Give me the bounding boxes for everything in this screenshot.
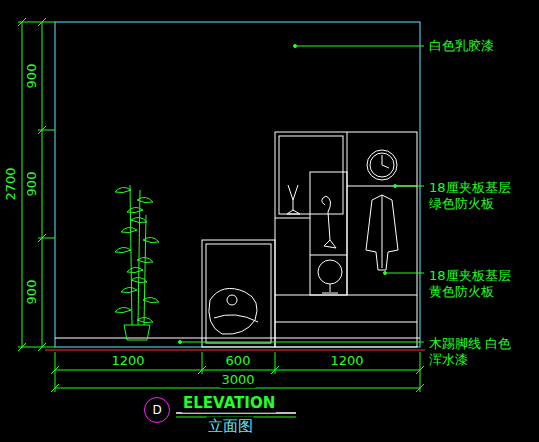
view-subtitle: 立面图 — [207, 417, 254, 436]
vertical-dimension — [18, 18, 55, 351]
material-note: 白色乳胶漆 — [428, 38, 495, 54]
material-note: 18厘夹板基层 黄色防火板 — [428, 268, 514, 301]
dimension-text: 600 — [225, 353, 252, 369]
baseboard — [55, 338, 420, 339]
view-marker-circle: D — [144, 397, 170, 423]
decor-objects — [209, 150, 398, 334]
dimension-text: 3000 — [220, 372, 255, 388]
dimension-text: 900 — [24, 63, 40, 90]
title-underline — [176, 412, 296, 414]
floor-line — [45, 350, 425, 351]
dimension-text: 900 — [24, 279, 40, 306]
material-note: 18厘夹板基层 绿色防火板 — [428, 180, 514, 213]
potted-plant — [115, 185, 159, 340]
dimension-text: 1200 — [110, 353, 145, 369]
dimension-text: 1200 — [329, 353, 364, 369]
view-marker-letter: D — [152, 403, 161, 417]
view-title: ELEVATION — [182, 394, 276, 413]
cabinet — [202, 132, 417, 347]
leader-line — [179, 45, 425, 344]
dimension-text: 900 — [24, 171, 40, 198]
dimension-text: 2700 — [3, 166, 19, 201]
material-note: 木踢脚线 白色浑水漆 — [428, 336, 514, 369]
wall-outline — [55, 22, 420, 347]
horizontal-dimension — [51, 352, 424, 392]
